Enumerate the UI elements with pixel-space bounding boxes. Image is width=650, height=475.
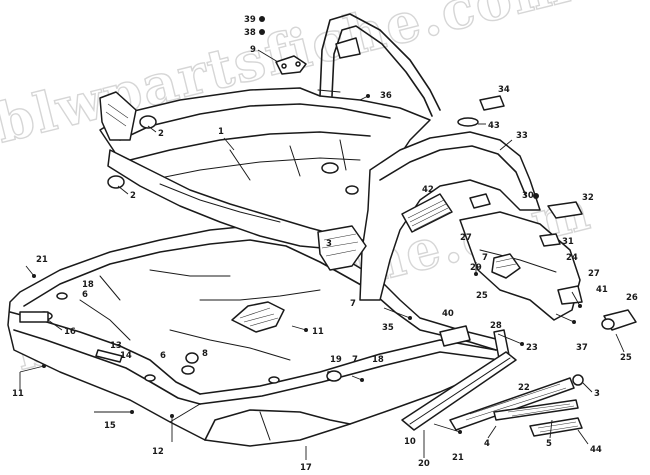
callout-39: 39 (244, 15, 256, 25)
callout-7-lower: 7 (352, 355, 358, 365)
callout-15: 15 (104, 421, 116, 431)
callout-31: 31 (562, 237, 574, 247)
callout-12: 12 (152, 447, 164, 457)
callout-27-lower: 27 (588, 269, 600, 279)
callout-43: 43 (488, 121, 500, 131)
callout-9: 9 (250, 45, 256, 55)
callout-11-center: 11 (312, 327, 324, 337)
callout-1: 1 (218, 127, 224, 137)
callout-3-upper: 3 (326, 239, 332, 249)
callout-18-left: 18 (82, 280, 94, 290)
callout-8: 8 (202, 349, 208, 359)
callout-10: 10 (404, 437, 416, 447)
callout-7-center: 7 (350, 299, 356, 309)
callout-2-lower: 2 (130, 191, 136, 201)
callout-21-lower: 21 (452, 453, 464, 463)
callout-40: 40 (442, 309, 454, 319)
callout-13: 13 (110, 341, 122, 351)
callout-6-left: 6 (82, 290, 88, 300)
callout-5: 5 (546, 439, 552, 449)
callout-42: 42 (422, 185, 434, 195)
callout-35: 35 (382, 323, 394, 333)
callout-17: 17 (300, 463, 312, 473)
callout-7-right: 7 (482, 253, 488, 263)
callout-23: 23 (526, 343, 538, 353)
callout-20: 20 (418, 459, 430, 469)
callout-44: 44 (590, 445, 602, 455)
callout-37: 37 (576, 343, 588, 353)
fasteners (19, 94, 582, 442)
callout-21-left: 21 (36, 255, 48, 265)
callout-3-lower: 3 (594, 389, 600, 399)
callout-14: 14 (120, 351, 132, 361)
callout-16: 16 (64, 327, 76, 337)
callout-11-left: 11 (12, 389, 24, 399)
callout-41: 41 (596, 285, 608, 295)
callout-32: 32 (582, 193, 594, 203)
callout-2-upper: 2 (158, 129, 164, 139)
chassis-frame (99, 13, 637, 331)
callout-38: 38 (244, 28, 256, 38)
callout-22: 22 (518, 383, 530, 393)
callout-labels: 39 38 9 36 34 43 2 2 1 33 42 30 32 3 27 … (12, 15, 638, 473)
callout-19: 19 (330, 355, 342, 365)
callout-27-upper: 27 (460, 233, 472, 243)
callout-36: 36 (380, 91, 392, 101)
callout-30: 30 (522, 191, 534, 201)
callout-33: 33 (516, 131, 528, 141)
callout-25-lower: 25 (620, 353, 632, 363)
callout-6-center: 6 (160, 351, 166, 361)
callout-24: 24 (566, 253, 578, 263)
callout-4: 4 (484, 439, 490, 449)
callout-34: 34 (498, 85, 510, 95)
callout-18-center: 18 (372, 355, 384, 365)
callout-25-upper: 25 (476, 291, 488, 301)
callout-28: 28 (490, 321, 502, 331)
loose-parts (19, 311, 584, 437)
callout-29: 29 (470, 263, 482, 273)
callout-26: 26 (626, 293, 638, 303)
